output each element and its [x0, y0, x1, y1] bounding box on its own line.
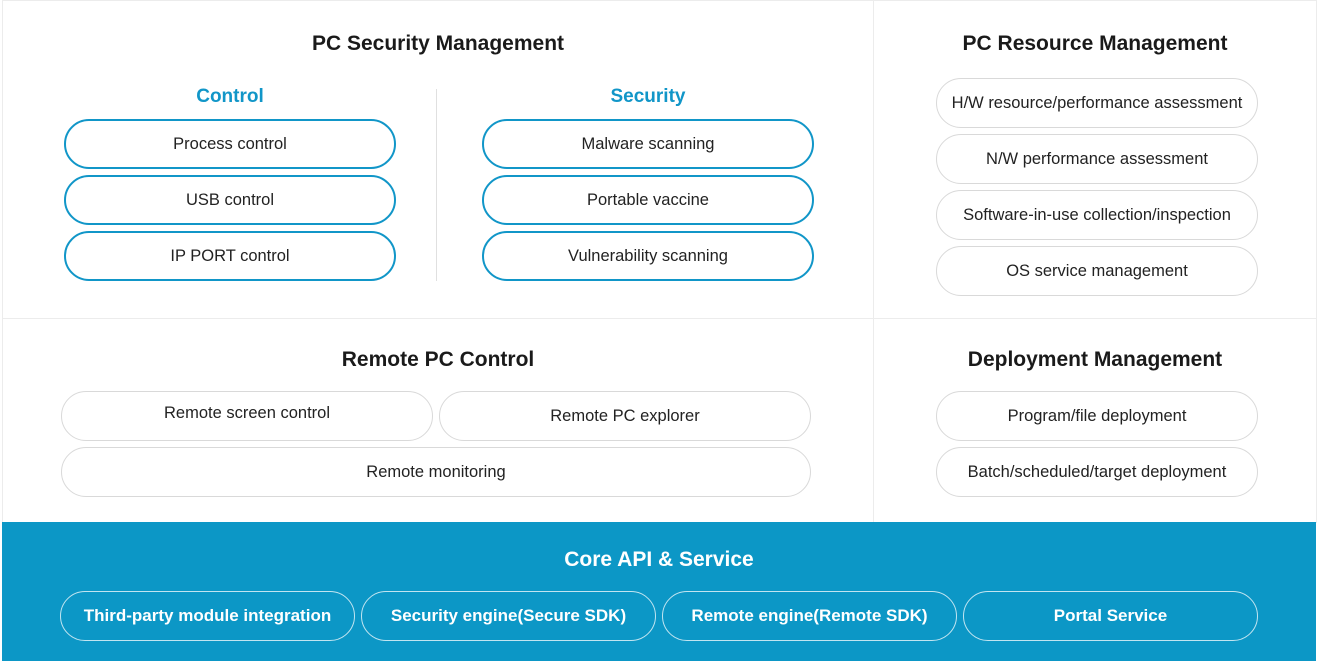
portal-service-item: Portal Service: [963, 591, 1258, 641]
program-file-deployment-item: Program/file deployment: [936, 391, 1258, 441]
third-party-module-item: Third-party module integration: [60, 591, 355, 641]
security-divider: [436, 89, 437, 281]
software-in-use-item: Software-in-use collection/inspection: [936, 190, 1258, 240]
vulnerability-scanning-item: Vulnerability scanning: [482, 231, 814, 281]
security-subtitle: Security: [610, 86, 686, 107]
remote-engine-item: Remote engine(Remote SDK): [662, 591, 957, 641]
ip-port-control-item: IP PORT control: [64, 231, 396, 281]
remote-screen-control-item: Remote screen control: [61, 391, 433, 441]
remote-pc-panel: Remote PC Control Remote screen control …: [2, 318, 874, 523]
remote-pc-explorer-item: Remote PC explorer: [439, 391, 811, 441]
pc-security-panel: PC Security Management Control Process c…: [2, 0, 874, 319]
os-service-item: OS service management: [936, 246, 1258, 296]
control-subtitle: Control: [196, 86, 264, 107]
usb-control-item: USB control: [64, 175, 396, 225]
process-control-item: Process control: [64, 119, 396, 169]
security-engine-item: Security engine(Secure SDK): [361, 591, 656, 641]
pc-security-title: PC Security Management: [311, 32, 565, 55]
batch-scheduled-deployment-item: Batch/scheduled/target deployment: [936, 447, 1258, 497]
nw-performance-item: N/W performance assessment: [936, 134, 1258, 184]
portable-vaccine-item: Portable vaccine: [482, 175, 814, 225]
hw-resource-item: H/W resource/performance assessment: [936, 78, 1258, 128]
deployment-title: Deployment Management: [967, 348, 1223, 371]
pc-resource-title: PC Resource Management: [962, 32, 1228, 55]
malware-scanning-item: Malware scanning: [482, 119, 814, 169]
remote-pc-title: Remote PC Control: [341, 348, 535, 371]
core-api-panel: Core API & Service Third-party module in…: [2, 522, 1316, 661]
pc-resource-panel: PC Resource Management H/W resource/perf…: [873, 0, 1317, 319]
core-api-title: Core API & Service: [564, 548, 754, 571]
deployment-panel: Deployment Management Program/file deplo…: [873, 318, 1317, 523]
remote-monitoring-item: Remote monitoring: [61, 447, 811, 497]
